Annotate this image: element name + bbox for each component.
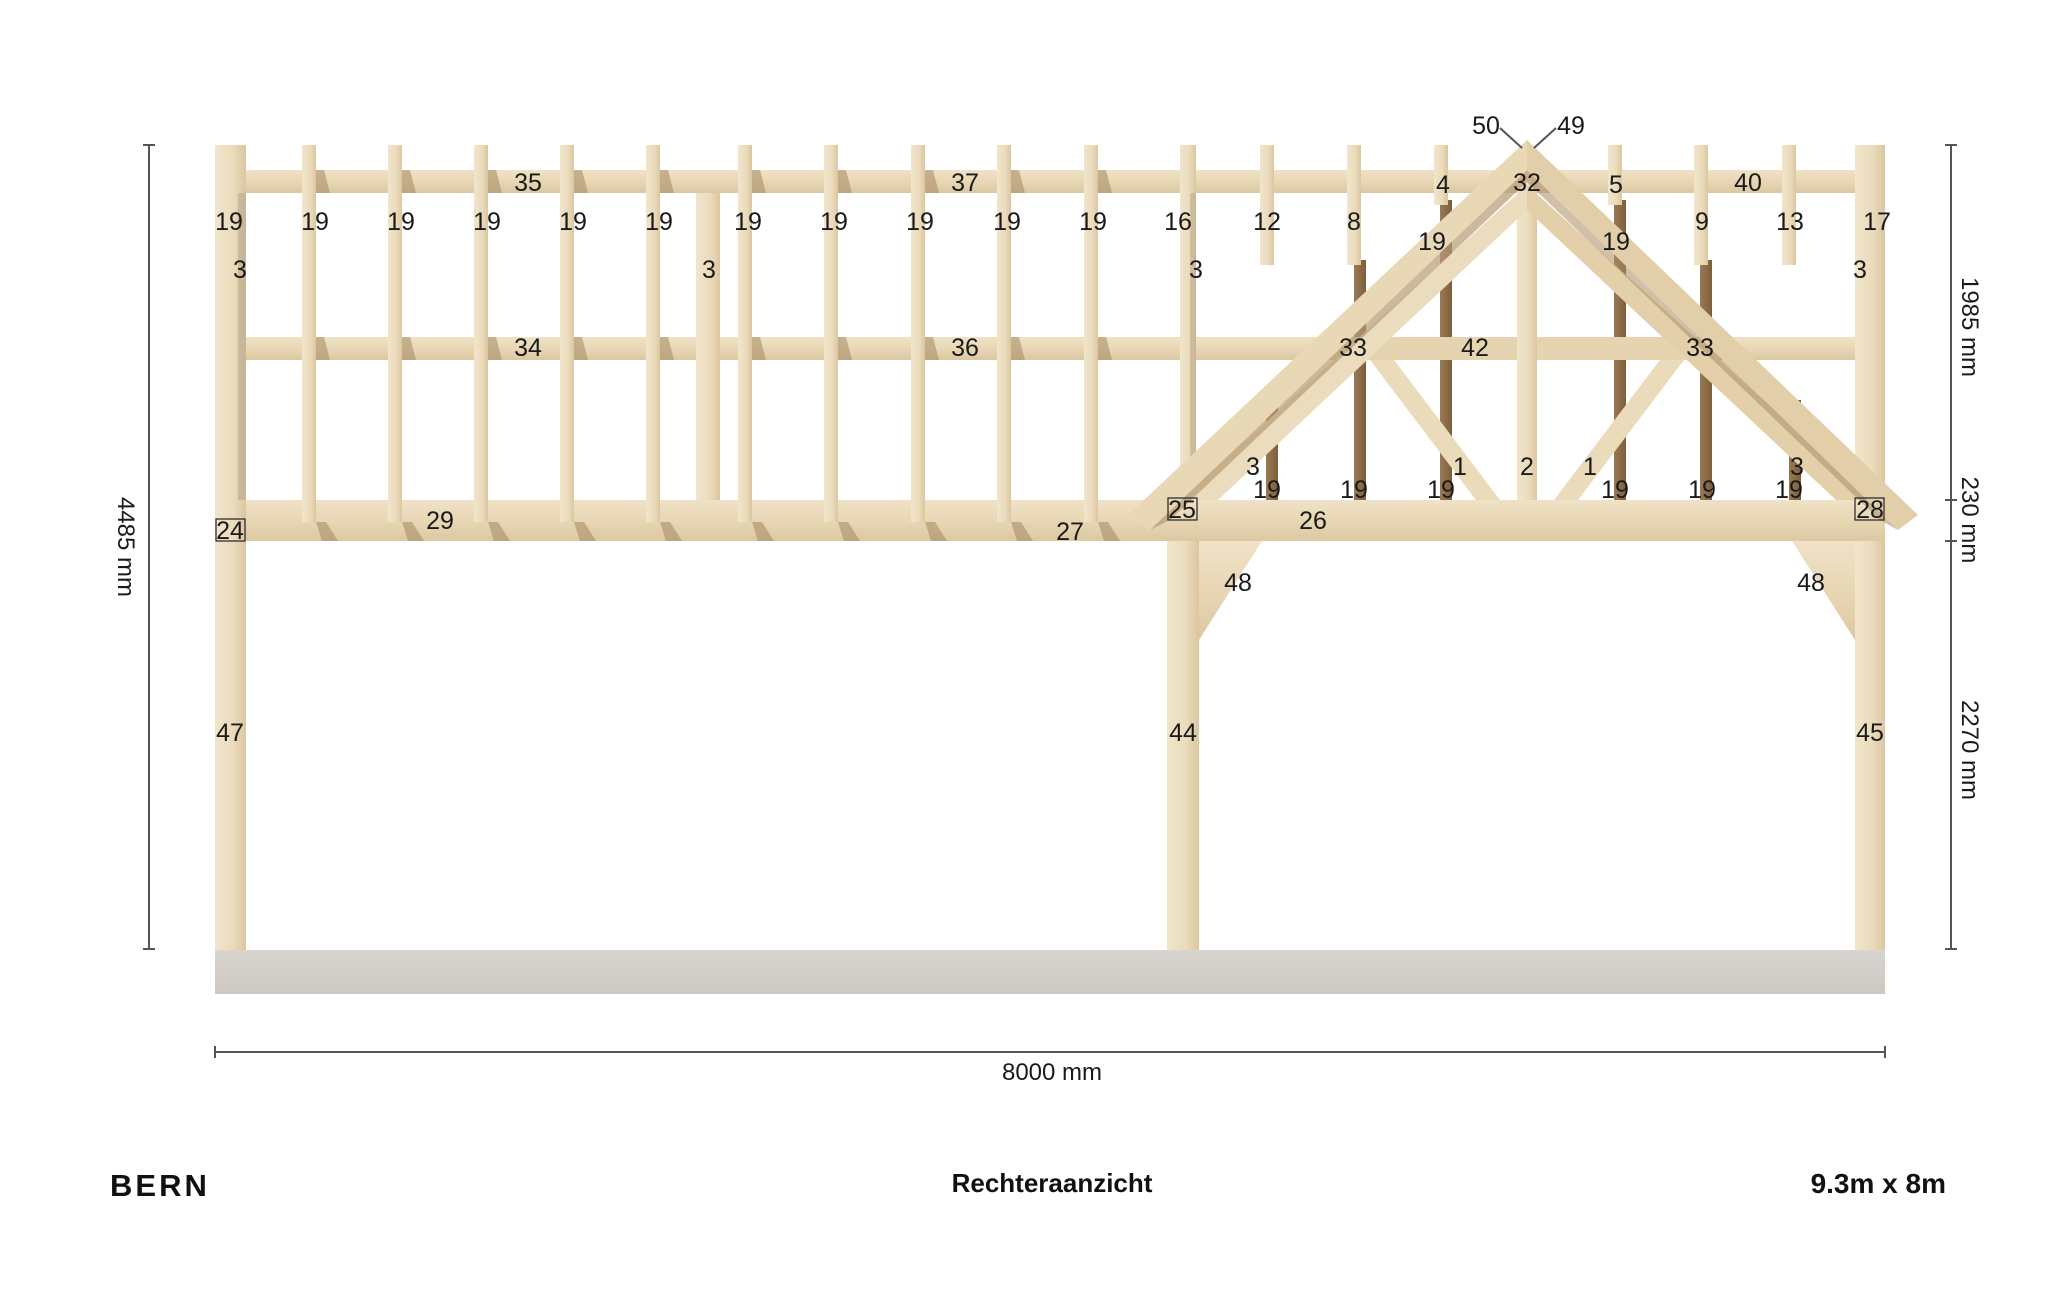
label-ridge-left: 50 [1472, 112, 1500, 140]
stud-shadows [316, 170, 1120, 541]
vertical-3-center-shadow [1190, 193, 1196, 500]
label-stud: 19 [215, 208, 243, 236]
label-stud: 19 [387, 208, 415, 236]
label-stud-low: 19 [1601, 476, 1629, 504]
label-stud: 17 [1863, 208, 1891, 236]
outer-rafter-right-shadow [1527, 170, 1898, 530]
label-brace-right: 48 [1797, 569, 1825, 597]
label-collar-tie: 42 [1461, 334, 1489, 362]
label-sill-left: 29 [426, 507, 454, 535]
label-sill-right: 27 [1056, 518, 1084, 546]
strut-right [1554, 360, 1684, 500]
outer-rafter-right [1527, 140, 1918, 530]
label-stud: 19 [906, 208, 934, 236]
knee-braces [1199, 541, 1855, 640]
sill-beam [215, 500, 1175, 541]
label-brace-left: 48 [1224, 569, 1252, 597]
label-corner-left: 24 [216, 517, 244, 545]
label-top-plate-mid: 37 [951, 169, 979, 197]
post-right [1855, 145, 1885, 950]
label-stud: 8 [1347, 208, 1361, 236]
studs [302, 145, 1796, 522]
label-stud: 19 [301, 208, 329, 236]
post-mid [1167, 500, 1199, 950]
label-post-right: 45 [1856, 719, 1884, 747]
label-stud: 19 [820, 208, 848, 236]
label-mid-rail-mid: 36 [951, 334, 979, 362]
label-stud-4: 4 [1436, 171, 1450, 199]
king-post [1517, 180, 1537, 500]
dim-lower-posts: 2270 mm [1956, 700, 1983, 800]
label-stud-low: 19 [1775, 476, 1803, 504]
label-top-plate-right: 40 [1734, 169, 1762, 197]
dim-total-height: 4485 mm [112, 497, 139, 597]
dimension-lines [143, 127, 1957, 1058]
label-rafter-stud-left: 19 [1418, 228, 1446, 256]
label-stud-low: 19 [1688, 476, 1716, 504]
label-stud-5: 5 [1609, 171, 1623, 199]
view-title: Rechteraanzicht [951, 1168, 1153, 1198]
label-stud: 12 [1253, 208, 1281, 236]
outer-rafter-left-shadow [1150, 170, 1527, 530]
label-top-plate-left: 35 [514, 169, 542, 197]
label-rafter-stud-right: 19 [1602, 228, 1630, 256]
label-corner-mid: 25 [1168, 496, 1196, 524]
brand-name: BERN [110, 1168, 210, 1203]
label-vertical-3: 3 [702, 256, 716, 284]
label-stud-low: 19 [1340, 476, 1368, 504]
label-stud: 19 [1079, 208, 1107, 236]
label-post-mid: 44 [1169, 719, 1197, 747]
label-king-post-top: 32 [1513, 169, 1541, 197]
label-vertical-3: 3 [233, 256, 247, 284]
label-strut-left: 1 [1453, 453, 1467, 481]
label-stud: 19 [473, 208, 501, 236]
label-post-left: 47 [216, 719, 244, 747]
label-strut-right: 1 [1583, 453, 1597, 481]
label-ridge-right: 49 [1557, 112, 1585, 140]
concrete-foundation [215, 950, 1885, 994]
truss [1128, 140, 1918, 530]
label-corner-right: 28 [1856, 496, 1884, 524]
label-collar-left: 33 [1339, 334, 1367, 362]
label-stud: 19 [559, 208, 587, 236]
label-mid-rail-left: 34 [514, 334, 542, 362]
label-vertical-3: 3 [1189, 256, 1203, 284]
label-rafter-low-left: 3 [1246, 453, 1260, 481]
size-label: 9.3m x 8m [1810, 1168, 1946, 1199]
dim-upper-wall: 1985 mm [1956, 277, 1983, 377]
label-stud: 13 [1776, 208, 1804, 236]
part-labels: 19 19 19 19 19 19 19 19 19 19 19 16 12 8… [215, 112, 1891, 747]
dim-total-width: 8000 mm [1002, 1059, 1102, 1086]
label-stud: 16 [1164, 208, 1192, 236]
label-vertical-3: 3 [1853, 256, 1867, 284]
label-stud: 19 [734, 208, 762, 236]
tie-beam [1167, 500, 1885, 541]
label-rafter-low-right: 3 [1790, 453, 1804, 481]
strut-left [1370, 360, 1500, 500]
label-stud: 19 [645, 208, 673, 236]
label-stud-low: 19 [1427, 476, 1455, 504]
label-king-post: 2 [1520, 453, 1534, 481]
dim-beam: 230 mm [1956, 477, 1983, 564]
label-stud: 9 [1695, 208, 1709, 236]
vertical-3-mid [696, 193, 720, 500]
top-plate [230, 170, 1870, 193]
post-left-shadow [238, 193, 246, 500]
label-collar-right: 33 [1686, 334, 1714, 362]
label-tie-beam: 26 [1299, 507, 1327, 535]
outer-rafter-left [1128, 140, 1527, 530]
label-stud-low: 19 [1253, 476, 1281, 504]
label-stud: 19 [993, 208, 1021, 236]
